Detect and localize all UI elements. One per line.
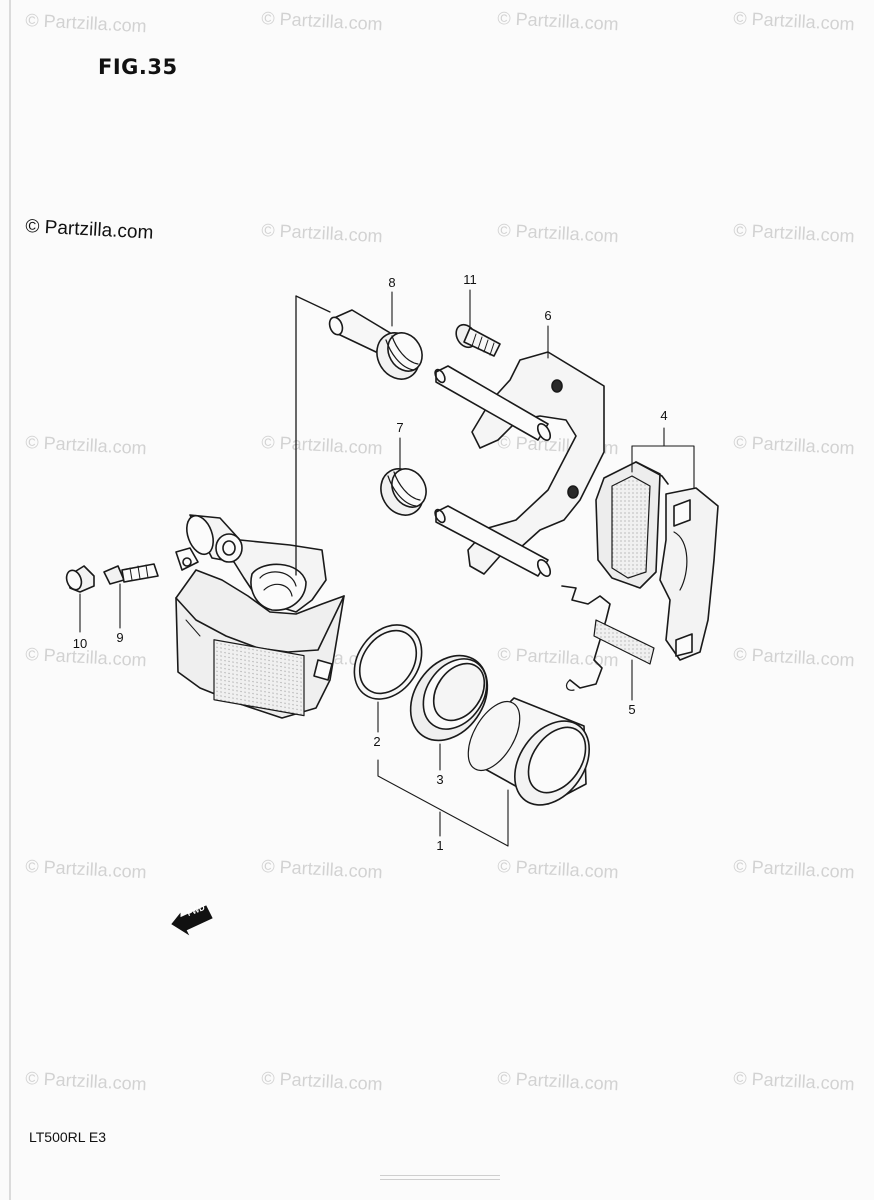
callout-label-3: 3 (436, 772, 444, 787)
pad-spring-5 (561, 585, 655, 691)
callout-label-4: 4 (660, 408, 668, 423)
callout-label-11: 11 (463, 272, 477, 287)
callout-label-5: 5 (628, 702, 636, 717)
caliper-bracket-6 (434, 351, 605, 577)
bleeder-screw-9 (103, 563, 159, 585)
bleeder-cap-10 (65, 565, 95, 593)
slide-pin-8 (328, 309, 423, 380)
fwd-arrow-icon (171, 905, 213, 936)
callout-label-1: 1 (436, 838, 444, 853)
figure-title: FIG.35 (98, 55, 178, 79)
caliper-body (175, 514, 345, 719)
bolt-11 (455, 323, 501, 357)
callout-label-2: 2 (373, 734, 381, 749)
seal-ring-2 (353, 624, 423, 700)
callout-label-10: 10 (72, 636, 88, 651)
callout-label-6: 6 (544, 308, 552, 323)
callout-label-9: 9 (116, 630, 124, 645)
callout-label-8: 8 (388, 275, 396, 290)
boot-7 (380, 468, 427, 516)
dust-seal-3 (409, 654, 489, 742)
model-code: LT500RL E3 (29, 1129, 107, 1145)
callout-label-7: 7 (396, 420, 404, 435)
piston-1 (467, 697, 590, 806)
brake-pads-4 (595, 461, 719, 661)
footer-fine-print (380, 1172, 500, 1184)
